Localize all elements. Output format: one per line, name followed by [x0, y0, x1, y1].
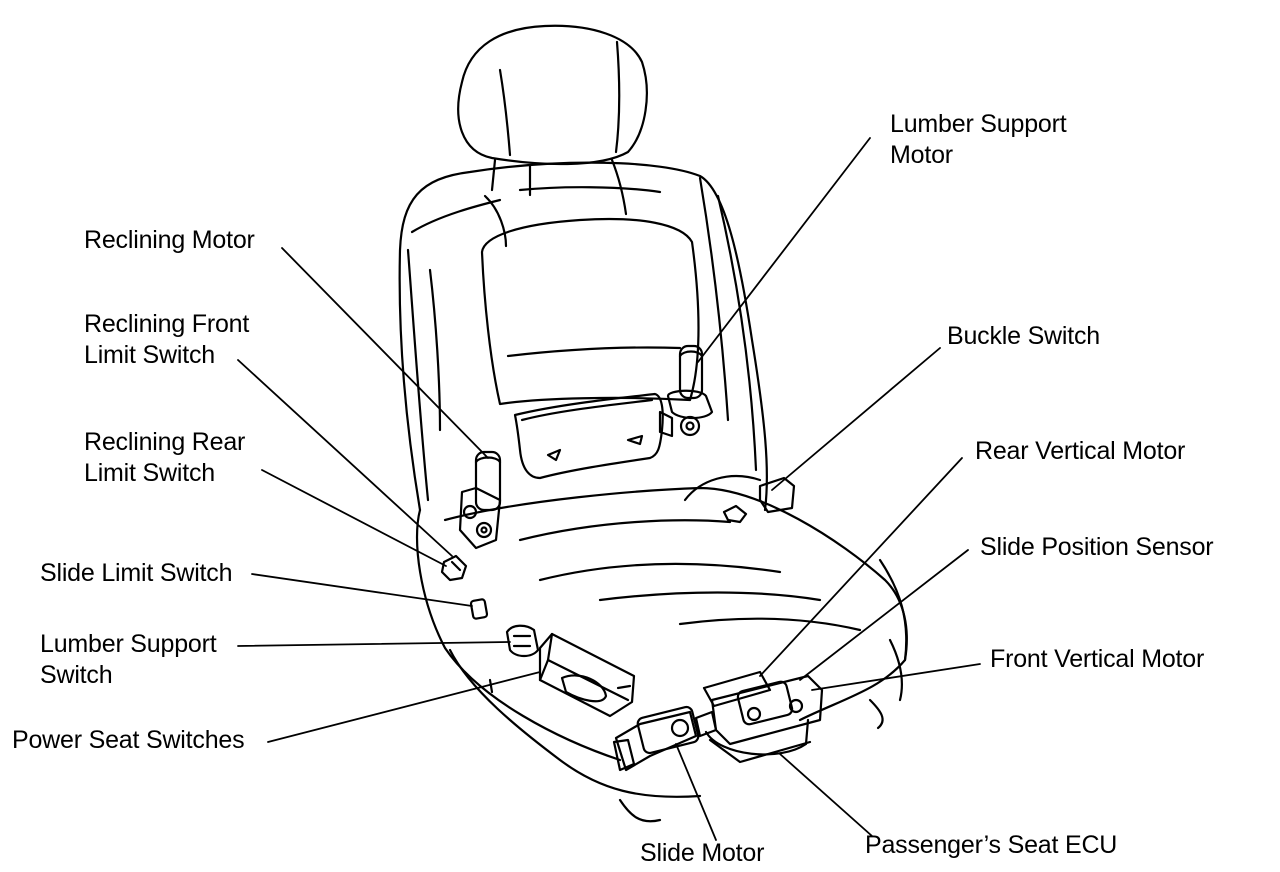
reclining-motor [458, 450, 502, 550]
label-reclining-front-limit-switch: Reclining Front Limit Switch [84, 310, 250, 369]
label-lumber-support-switch: Lumber Support Switch [40, 630, 217, 689]
buckle [722, 476, 796, 524]
leader-lines [237, 137, 981, 841]
label-power-seat-switches: Power Seat Switches [12, 726, 245, 754]
label-front-vertical-motor: Front Vertical Motor [990, 645, 1205, 673]
headrest [457, 24, 648, 197]
seat-cushion [415, 475, 908, 823]
power-seat-switch-module [538, 632, 636, 718]
label-buckle-switch: Buckle Switch [947, 322, 1101, 350]
label-slide-motor: Slide Motor [640, 839, 765, 867]
seat-back [398, 158, 768, 512]
label-slide-position-sensor: Slide Position Sensor [980, 533, 1214, 561]
lumbar-plate [513, 392, 664, 480]
under-seat-motors [612, 670, 824, 772]
label-reclining-motor: Reclining Motor [84, 226, 255, 254]
label-rear-vertical-motor: Rear Vertical Motor [975, 437, 1186, 465]
label-lumber-support-motor: Lumber Support Motor [890, 110, 1067, 169]
label-slide-limit-switch: Slide Limit Switch [40, 559, 233, 587]
lumbar-support-motor [658, 344, 714, 438]
side-switches [440, 554, 540, 658]
label-reclining-rear-limit-switch: Reclining Rear Limit Switch [84, 428, 246, 487]
label-passengers-seat-ecu: Passenger’s Seat ECU [865, 831, 1118, 859]
